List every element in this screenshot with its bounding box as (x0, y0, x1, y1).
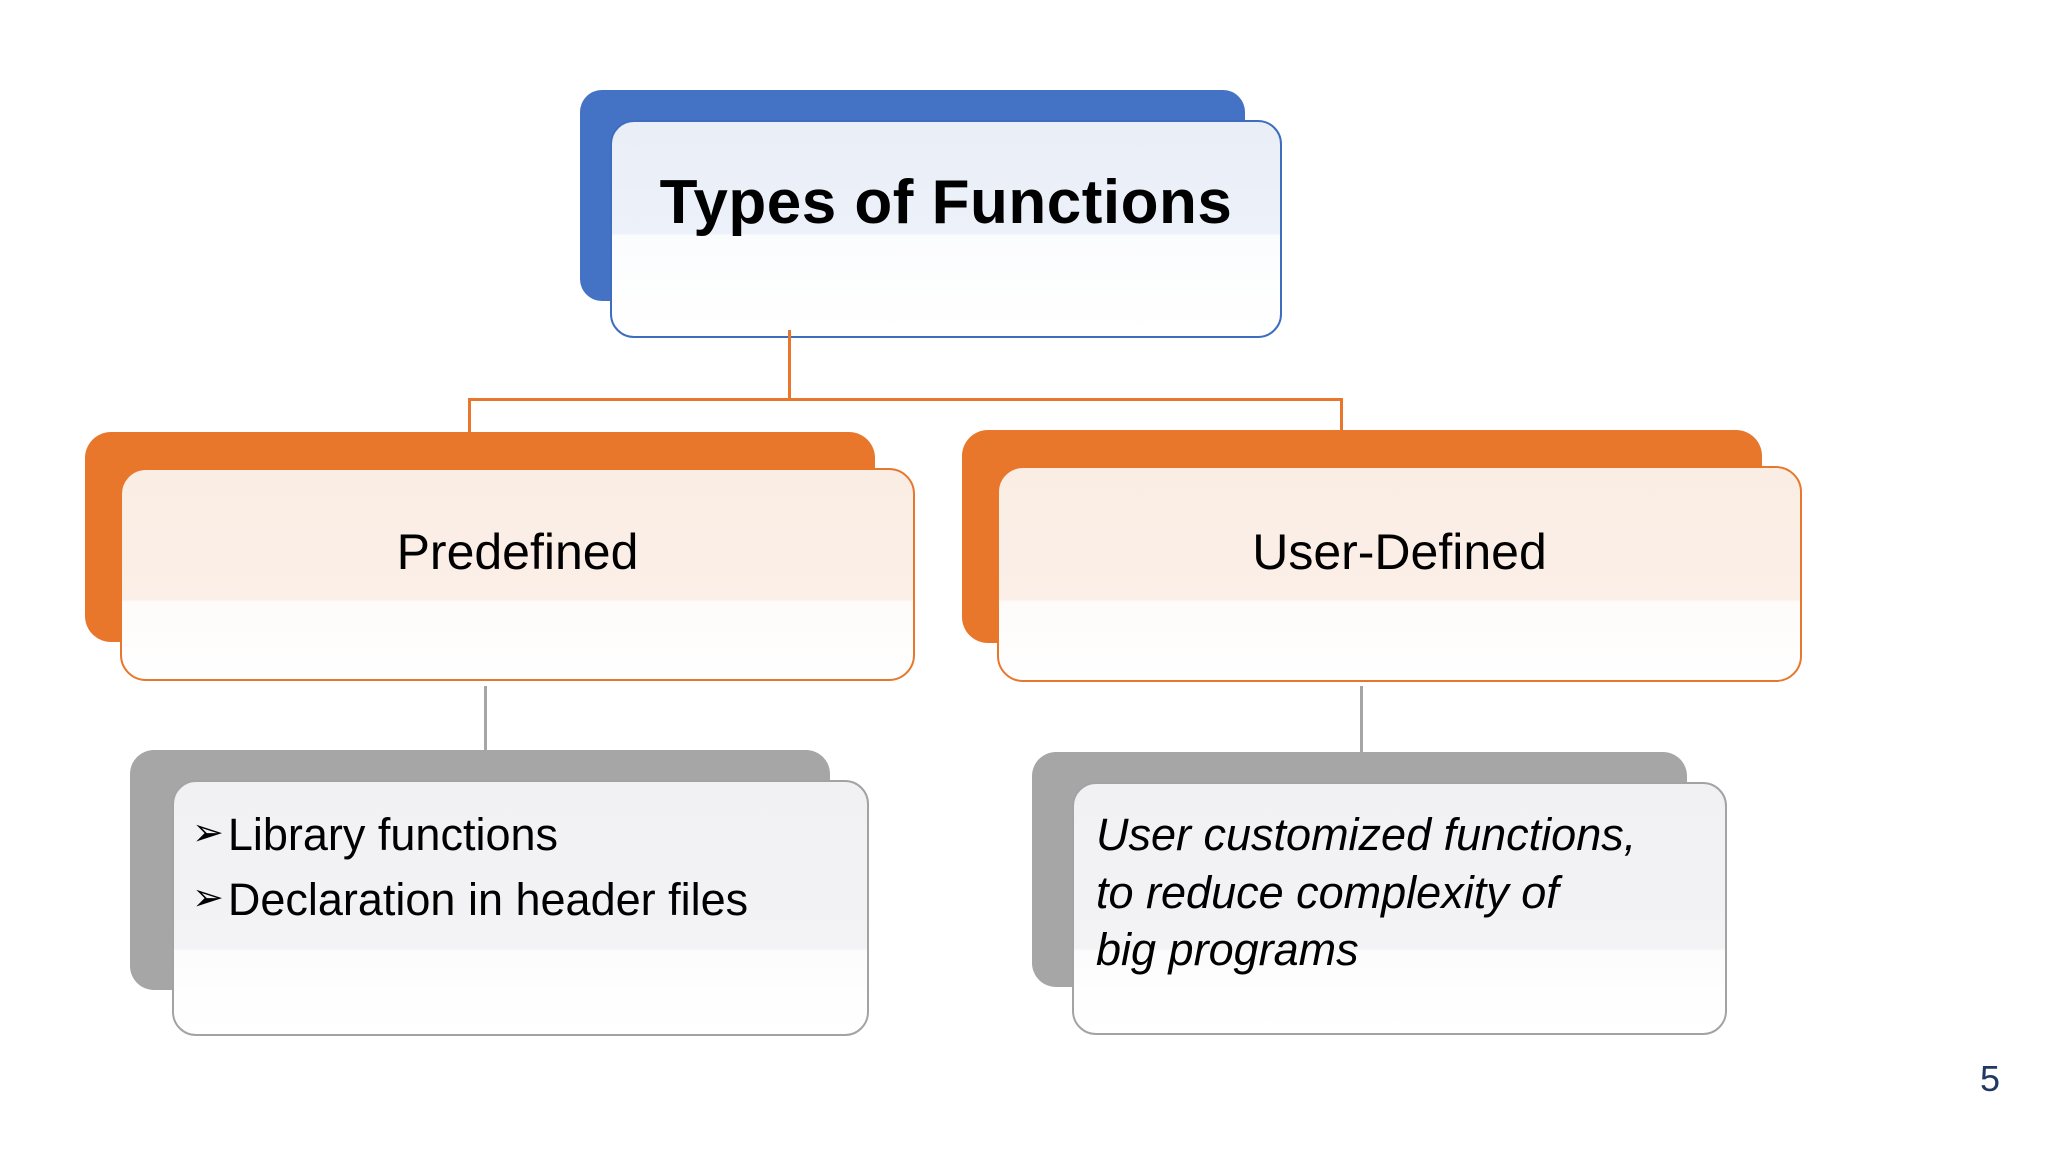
user-defined-node-card[interactable]: User-Defined (997, 466, 1802, 682)
arrow-bullet-icon: ➢ (192, 812, 224, 854)
connector-drop-user-description (1360, 686, 1363, 752)
user-defined-node-label: User-Defined (1252, 523, 1547, 580)
user-defined-detail-card[interactable]: User customized functions, to reduce com… (1072, 782, 1727, 1035)
description-line: User customized functions, (1096, 809, 1637, 860)
description-line: big programs (1096, 924, 1359, 976)
predefined-node-card[interactable]: Predefined (120, 468, 915, 681)
description-line: to reduce complexity of (1096, 866, 1559, 918)
arrow-bullet-icon: ➢ (192, 877, 224, 920)
connector-title-stem (788, 330, 791, 400)
predefined-node-label: Predefined (396, 524, 639, 581)
predefined-detail-card[interactable]: ➢ Library functions ➢ Declaration in hea… (172, 780, 869, 1036)
title-node-label: Types of Functions (659, 168, 1233, 238)
connector-drop-predefined (468, 398, 471, 444)
user-defined-description: User customized functions, to reduce com… (1074, 784, 1725, 979)
connector-horizontal-bar (468, 398, 1343, 401)
page-number: 5 (1979, 1058, 2000, 1099)
connector-drop-library-functions (484, 686, 487, 752)
list-item: ➢ Declaration in header files (192, 867, 867, 932)
list-item: ➢ Library functions (192, 802, 867, 867)
title-node-card[interactable]: Types of Functions (610, 120, 1282, 338)
connector-drop-user-defined (1340, 398, 1343, 444)
list-item-label: Declaration in header files (227, 874, 749, 926)
predefined-bullet-list: ➢ Library functions ➢ Declaration in hea… (174, 782, 867, 933)
list-item-label: Library functions (227, 809, 559, 860)
